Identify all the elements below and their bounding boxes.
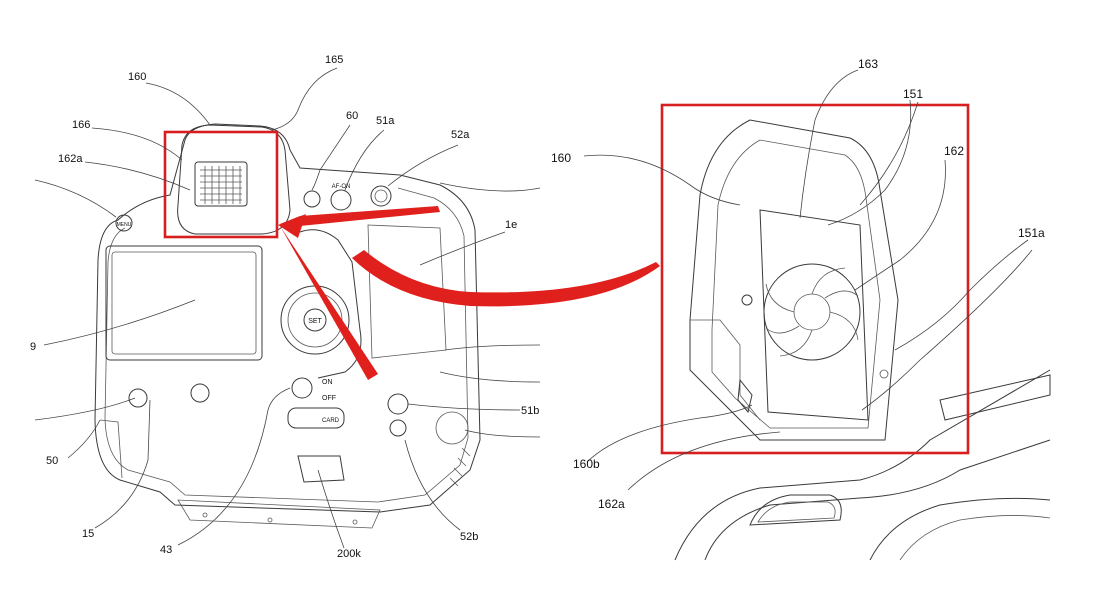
body-curve-right-2: [899, 515, 1051, 561]
eyepiece-door-outer: [689, 119, 899, 441]
label-52a: 52a: [451, 129, 470, 141]
label-165: 165: [325, 54, 343, 66]
side-edge: [99, 419, 123, 479]
label-162: 162: [944, 144, 964, 158]
red-arrow: [278, 206, 660, 380]
camera-body-outline: [94, 123, 481, 513]
label-51b: 51b: [521, 405, 539, 417]
detail-highlight-box: [660, 103, 970, 455]
power-switch: [291, 377, 313, 399]
card-button-housing: [287, 407, 345, 429]
side-dial: [435, 411, 469, 445]
camera-rear-view: MENU AF-ON SET ON OFF CARD: [30, 54, 541, 560]
label-9: 9: [30, 341, 36, 353]
fan-rotor: [763, 263, 861, 361]
button-52a-inner: [374, 189, 388, 203]
button-60: [303, 190, 321, 208]
label-1e: 1e: [505, 219, 517, 231]
set-button: [303, 308, 327, 332]
viewfinder-hump: [749, 494, 842, 526]
eyepiece-housing: [177, 124, 291, 235]
body-curve-right: [869, 497, 1051, 561]
label-50: 50: [46, 455, 58, 467]
label-160-left: 160: [128, 71, 146, 83]
thumb-grip: [299, 229, 362, 379]
camera-top-outline: [674, 369, 1051, 561]
arrow-diagonal: [280, 226, 378, 380]
label-162a-left: 162a: [58, 153, 83, 165]
label-160-right: 160: [551, 151, 571, 165]
arrow-head: [278, 214, 306, 238]
lock-pin: [879, 369, 889, 379]
label-151a: 151a: [1018, 226, 1045, 240]
eyepiece-highlight-box: [163, 130, 279, 239]
eyepiece-door-inner: [711, 139, 881, 429]
arrow-body: [352, 250, 660, 307]
eyepiece-open-view: 163 151 160 162 151a 160b 162a: [551, 57, 1051, 561]
internal-window-frame: [759, 209, 869, 421]
af-on-text: AF-ON: [332, 184, 351, 190]
rear-button-50: [128, 388, 148, 408]
camera-body-inner-outline: [104, 187, 469, 503]
left-leader-lines: [34, 67, 541, 549]
off-text: OFF: [322, 395, 336, 402]
battery-latch: [297, 455, 345, 483]
eyepiece-window: [194, 161, 248, 207]
menu-button: [115, 214, 133, 232]
set-button-text: SET: [308, 318, 322, 325]
eyepiece-grid: [200, 166, 242, 204]
door-latch: [737, 378, 753, 414]
label-151: 151: [903, 87, 923, 101]
label-15: 15: [82, 528, 94, 540]
arrow-upper-arm: [280, 206, 440, 226]
rear-lcd-screen: [111, 251, 257, 355]
label-43: 43: [160, 544, 172, 556]
label-166: 166: [72, 119, 90, 131]
label-160b: 160b: [573, 457, 600, 471]
plate-screw-1: [202, 512, 208, 518]
multi-controller-51b: [387, 393, 409, 415]
fan-blades: [765, 267, 859, 357]
hinge-screw: [741, 294, 753, 306]
label-200k: 200k: [337, 548, 361, 560]
rear-button-43: [190, 383, 210, 403]
plate-screw-2: [267, 517, 273, 523]
label-51a: 51a: [376, 115, 395, 127]
label-60: 60: [346, 110, 358, 122]
rear-lcd-frame: [105, 245, 263, 361]
on-text: ON: [322, 379, 333, 386]
dial-edge: [939, 374, 1051, 421]
label-52b: 52b: [460, 531, 478, 543]
af-on-button: [330, 189, 352, 211]
camera-top-outline-2: [704, 439, 1051, 561]
fan-hub: [793, 293, 831, 331]
label-162a-right: 162a: [598, 497, 625, 511]
right-leader-lines: [583, 69, 1033, 491]
menu-button-text: MENU: [117, 222, 132, 228]
eyepiece-door-side: [690, 319, 761, 421]
plate-screw-3: [352, 519, 358, 525]
card-button-text: CARD: [322, 418, 340, 424]
button-52b: [389, 419, 407, 437]
button-52a: [370, 185, 392, 207]
grip-ridges: [449, 447, 471, 487]
viewfinder-hump-inner: [757, 501, 836, 523]
label-163: 163: [858, 57, 878, 71]
bottom-plate: [177, 499, 381, 529]
